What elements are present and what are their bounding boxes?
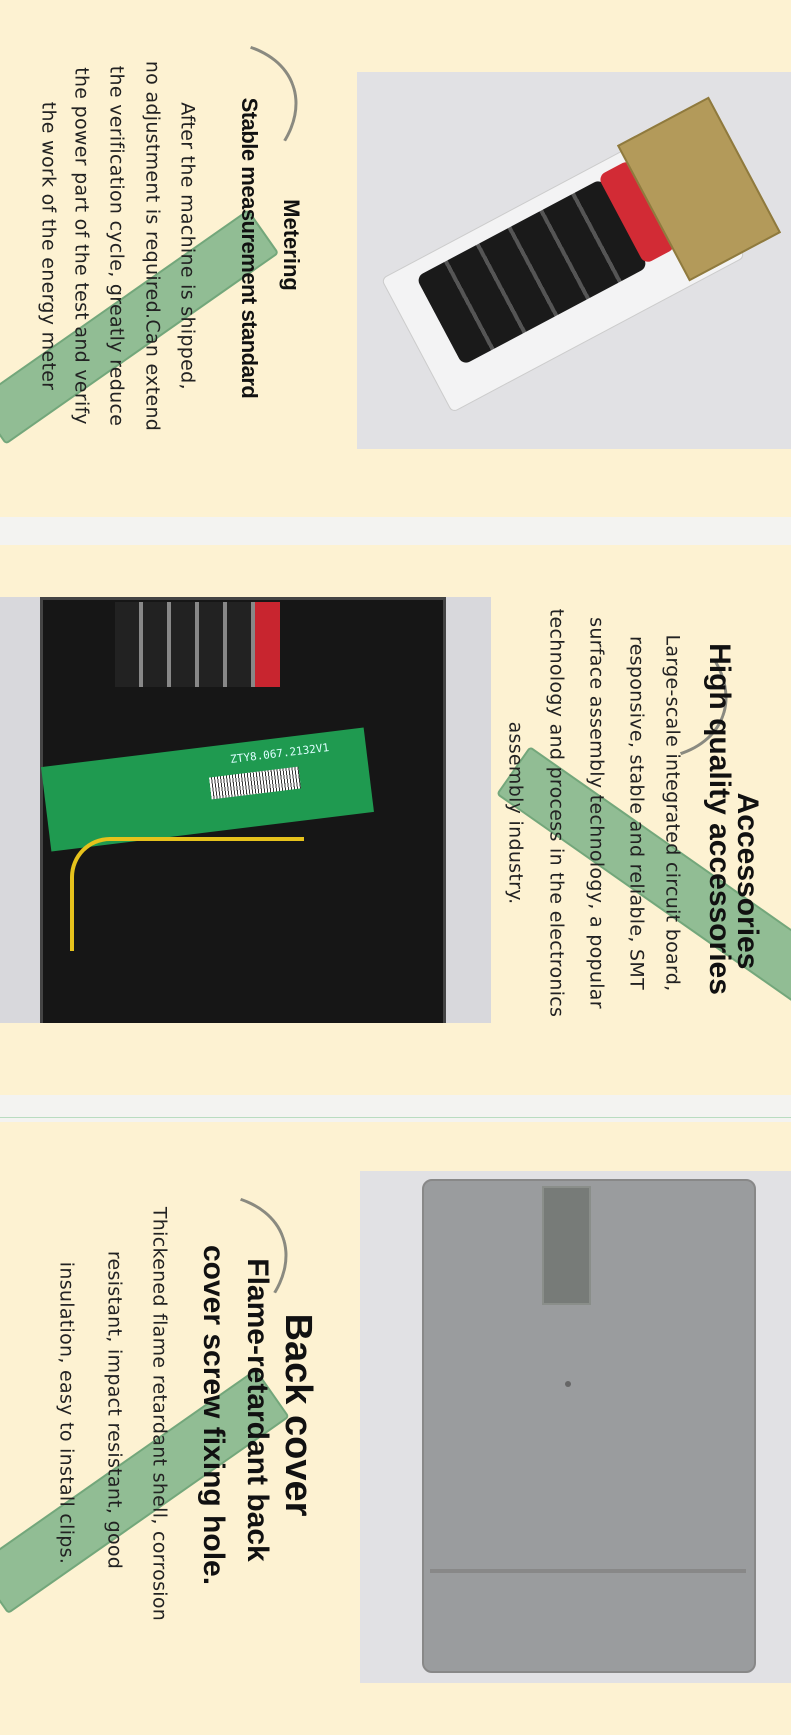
body-line: responsive, stable and reliable, SMT	[625, 636, 648, 990]
bottom-ledge	[430, 1569, 746, 1573]
counter-photo	[357, 72, 791, 449]
body-line: After the machine is shipped,	[176, 102, 199, 390]
section-heading: Metering	[279, 199, 304, 291]
section-heading: Accessories	[731, 792, 764, 970]
interior-photo: ZTY8.067.2132V1	[0, 597, 491, 1023]
section-subheading: cover screw fixing hole.	[197, 1244, 230, 1586]
section-metering: Metering Stable measurement standard Aft…	[0, 0, 791, 517]
body-line: resistant, impact resistant, good	[103, 1250, 126, 1570]
screw-hole	[565, 1381, 571, 1387]
body-line: the power part of the test and verify	[70, 67, 93, 425]
clip-slot	[542, 1186, 591, 1305]
body-line: surface assembly technology, a popular	[585, 617, 608, 1009]
section-divider	[0, 1117, 791, 1118]
body-line: Thickened flame retardant shell, corrosi…	[148, 1206, 171, 1622]
counter-red-drum	[255, 602, 280, 687]
counter-drums	[115, 602, 255, 687]
wires	[70, 837, 304, 951]
body-line: technology and process in the electronic…	[545, 608, 568, 1018]
section-subheading: High quality accessories	[703, 643, 736, 995]
body-line: Large-scale integrated circuit board,	[661, 634, 684, 992]
section-accessories: ZTY8.067.2132V1 Accessories High quality…	[0, 545, 791, 1095]
body-line: insulation, easy to install clips.	[55, 1261, 78, 1565]
body-line: assembly industry.	[504, 721, 527, 905]
section-subheading: Flame-retardant back	[241, 1258, 274, 1562]
back-cover-photo	[360, 1171, 791, 1683]
section-heading: Back cover	[277, 1313, 319, 1517]
section-back-cover: Back cover Flame-retardant back cover sc…	[0, 1122, 791, 1735]
body-line: the verification cycle, greatly reduce	[105, 65, 128, 427]
section-subheading: Stable measurement standard	[237, 97, 262, 399]
body-line: the work of the energy meter	[37, 101, 60, 391]
body-line: no adjustment is required.Can extend	[141, 60, 164, 432]
